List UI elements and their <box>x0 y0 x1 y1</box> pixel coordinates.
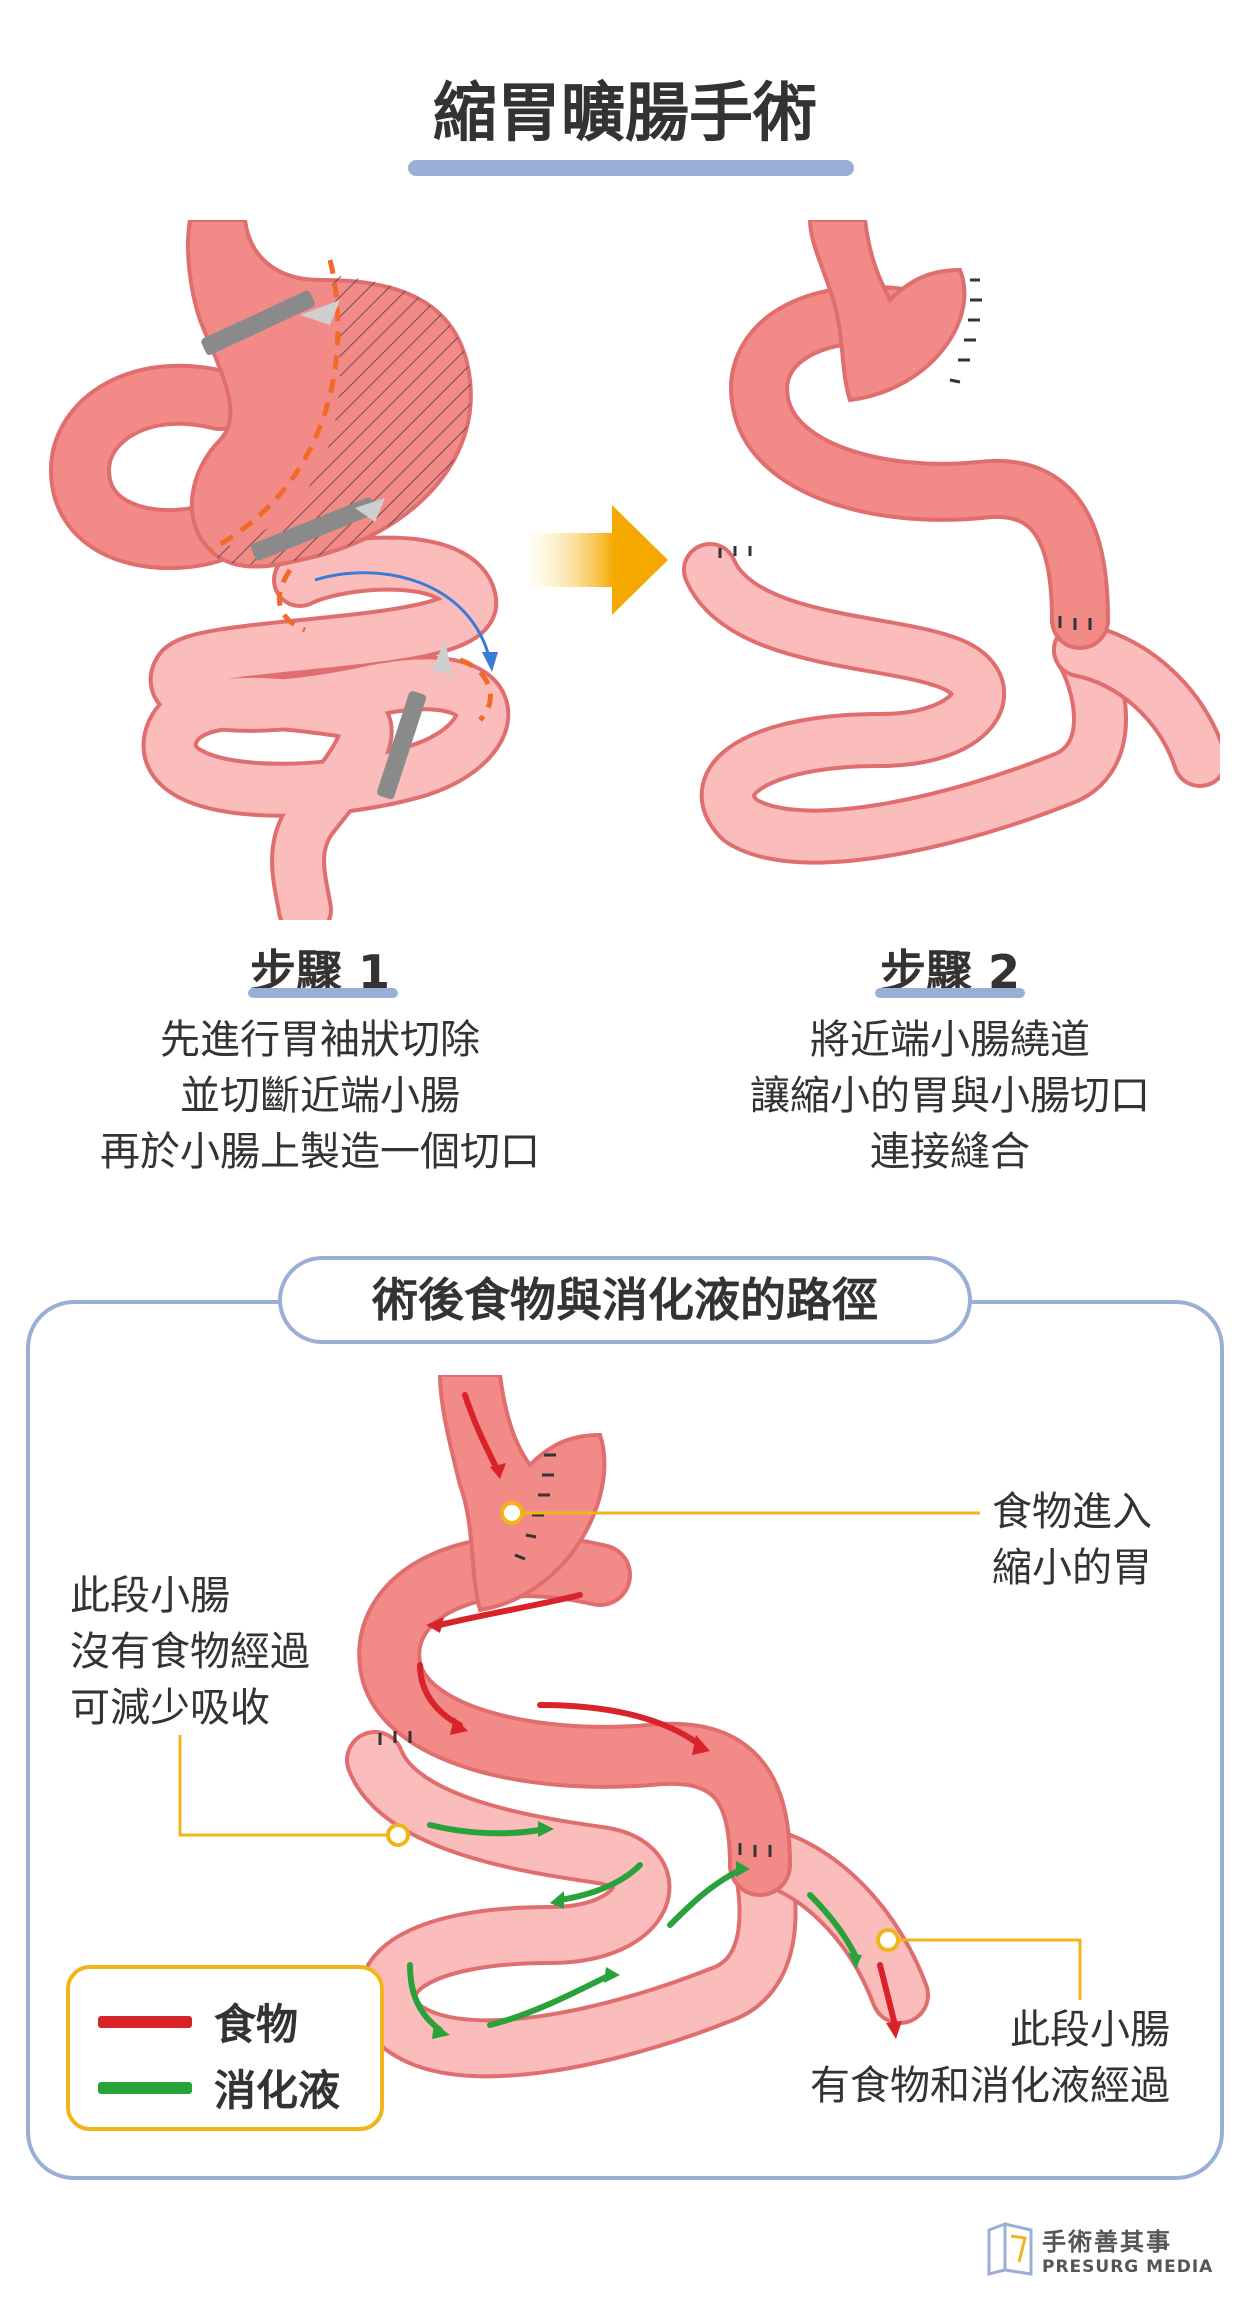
step2-description: 將近端小腸繞道 讓縮小的胃與小腸切口 連接縫合 <box>690 1012 1210 1180</box>
note-line: 沒有食物經過 <box>70 1629 310 1675</box>
note-line: 縮小的胃 <box>992 1545 1152 1591</box>
legend-item-digestive-juice: 消化液 <box>98 2057 340 2118</box>
step1-line: 再於小腸上製造一個切口 <box>100 1129 540 1175</box>
step1-line: 先進行胃袖狀切除 <box>160 1017 480 1063</box>
note-bypassed-limb: 此段小腸 沒有食物經過 可減少吸收 <box>70 1568 390 1736</box>
step1-underline <box>248 988 398 998</box>
note-line: 此段小腸 <box>70 1573 230 1619</box>
step-arrow-icon <box>530 505 668 615</box>
note-line: 可減少吸收 <box>70 1685 270 1731</box>
step1-line: 並切斷近端小腸 <box>180 1073 460 1119</box>
brand-subtitle: PRESURG MEDIA <box>1042 2257 1214 2277</box>
legend-swatch-food <box>98 2015 192 2028</box>
note-line: 食物進入 <box>992 1489 1152 1535</box>
brand: 手術善其事 PRESURG MEDIA <box>1042 2222 1232 2277</box>
step1-description: 先進行胃袖狀切除 並切斷近端小腸 再於小腸上製造一個切口 <box>60 1012 580 1180</box>
legend-swatch-digestive-juice <box>98 2081 192 2094</box>
legend-item-food: 食物 <box>98 1991 298 2052</box>
step1-illustration <box>48 220 510 920</box>
legend-label-food: 食物 <box>214 2000 299 2049</box>
page-title: 縮胃曠腸手術 <box>433 77 817 151</box>
pathway-title: 術後食物與消化液的路徑 <box>278 1256 972 1344</box>
note-line: 此段小腸 <box>1010 2007 1170 2053</box>
step2-underline <box>875 988 1025 998</box>
note-stomach: 食物進入 縮小的胃 <box>992 1484 1212 1596</box>
title-underline <box>408 160 854 176</box>
step2-line: 連接縫合 <box>870 1129 1030 1175</box>
legend-label-digestive-juice: 消化液 <box>214 2066 341 2115</box>
step2-line: 讓縮小的胃與小腸切口 <box>750 1073 1150 1119</box>
brand-logo-icon <box>987 2222 1033 2276</box>
note-line: 有食物和消化液經過 <box>810 2063 1170 2109</box>
step2-illustration <box>682 220 1220 865</box>
step2-line: 將近端小腸繞道 <box>810 1017 1090 1063</box>
pathway-illustration <box>345 1375 930 2079</box>
note-common-channel: 此段小腸 有食物和消化液經過 <box>740 2002 1170 2114</box>
brand-name: 手術善其事 <box>1042 2228 1172 2256</box>
legend: 食物 消化液 <box>66 1965 384 2131</box>
